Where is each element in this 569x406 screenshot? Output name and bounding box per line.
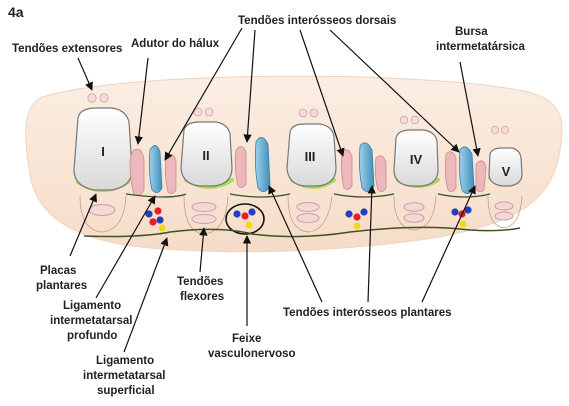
extensor-tendons [87, 93, 509, 135]
superficial-intermetatarsal-ligament [83, 226, 521, 238]
neurovascular-bundle-4 [451, 206, 472, 228]
label-deep-ligament-line2: intermetatarsal [50, 315, 132, 327]
deep-intermetatarsal-ligament [125, 193, 491, 198]
label-extensor-tendons: Tendões extensores [12, 43, 122, 55]
flexor-tendons [88, 201, 514, 224]
metatarsal-IV: IV [393, 129, 439, 187]
label-plantar-interossei: Tendões interósseos plantares [283, 307, 452, 319]
neurovascular-bundles [145, 203, 472, 235]
label-flexor-tendons-line2: flexores [180, 291, 224, 303]
label-superficial-ligament-line3: superficial [97, 385, 155, 397]
label-superficial-ligament-line2: intermetatarsal [83, 370, 165, 382]
metatarsal-label-I: I [101, 144, 105, 159]
label-bursa-line1: Bursa [455, 26, 488, 38]
label-plantar-plates-line1: Placas [40, 265, 76, 277]
label-plantar-plates-line2: plantares [36, 280, 87, 292]
label-deep-ligament-line3: profundo [67, 330, 117, 342]
label-adductor-hallucis: Adutor do hálux [131, 38, 220, 50]
adductor-hallucis [129, 148, 145, 196]
label-neurovascular-line2: vasculonervoso [208, 348, 296, 360]
figure-label: 4a [8, 4, 24, 20]
neurovascular-bundle-1 [145, 207, 166, 232]
metatarsal-label-II: II [202, 148, 209, 163]
metatarsal-I: I [73, 107, 133, 191]
neurovascular-bundle-3 [345, 208, 368, 230]
leader-lines [69, 27, 481, 353]
label-dorsal-interossei: Tendões interósseos dorsais [238, 15, 396, 27]
metatarsal-label-V: V [502, 164, 511, 179]
label-neurovascular-line1: Feixe [232, 333, 261, 345]
metatarsal-III: III [286, 123, 337, 187]
neurovascular-bundle-2 [225, 203, 265, 235]
metatarsal-V: V [488, 147, 523, 187]
metatarsal-II: II [180, 121, 233, 187]
interosseous-muscles [148, 137, 487, 194]
label-bursa-line2: intermetatársica [436, 41, 525, 53]
label-superficial-ligament-line1: Ligamento [96, 355, 154, 367]
label-flexor-tendons-line1: Tendões [177, 276, 223, 288]
label-deep-ligament-line1: Ligamento [63, 300, 121, 312]
metatarsal-label-III: III [305, 149, 316, 164]
metatarsal-label-IV: IV [410, 152, 423, 167]
